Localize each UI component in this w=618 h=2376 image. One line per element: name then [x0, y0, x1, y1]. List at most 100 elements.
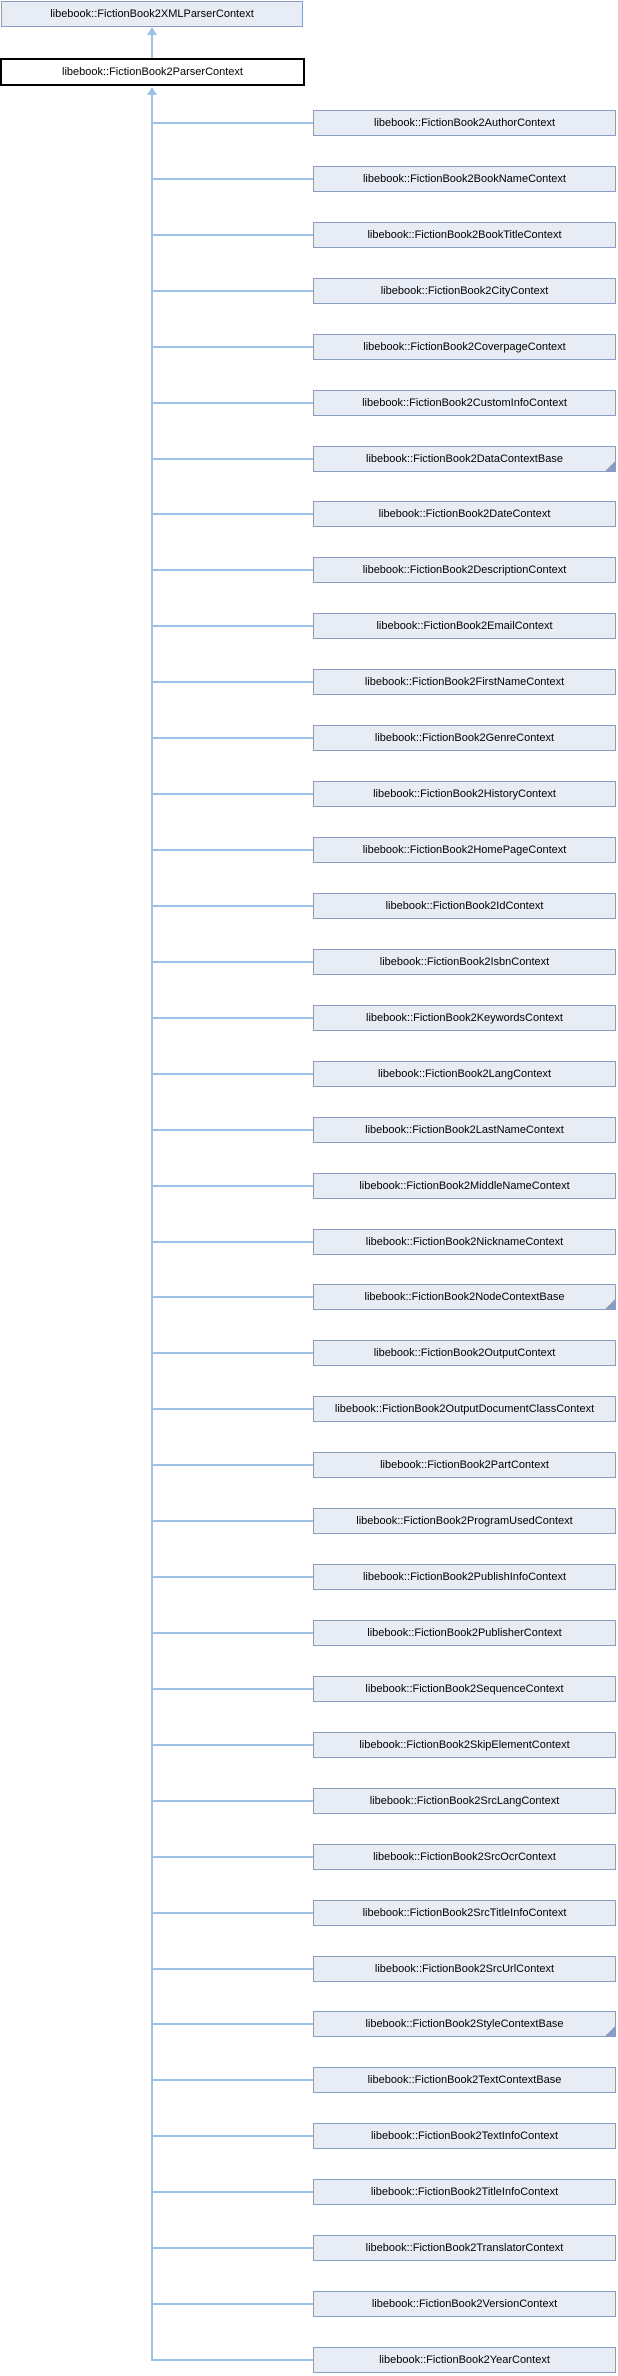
inheritance-edge [151, 1408, 313, 1410]
truncated-corner-icon [605, 1299, 615, 1309]
class-node[interactable]: libebook::FictionBook2PublisherContext [313, 1620, 616, 1646]
class-node[interactable]: libebook::FictionBook2CustomInfoContext [313, 390, 616, 416]
class-node[interactable]: libebook::FictionBook2DateContext [313, 501, 616, 527]
class-name-label: libebook::FictionBook2HistoryContext [373, 788, 556, 800]
class-node[interactable]: libebook::FictionBook2SrcLangContext [313, 1788, 616, 1814]
class-name-label: libebook::FictionBook2DataContextBase [366, 453, 563, 465]
inheritance-edge [151, 569, 313, 571]
class-node[interactable]: libebook::FictionBook2HomePageContext [313, 837, 616, 863]
class-node[interactable]: libebook::FictionBook2TextInfoContext [313, 2123, 616, 2149]
class-name-label: libebook::FictionBook2TextInfoContext [370, 2130, 559, 2142]
class-name-label: libebook::FictionBook2AuthorContext [374, 117, 555, 129]
class-node[interactable]: libebook::FictionBook2ProgramUsedContext [313, 1508, 616, 1534]
inheritance-edge [151, 402, 313, 404]
class-node[interactable]: libebook::FictionBook2VersionContext [313, 2291, 616, 2317]
class-node[interactable]: libebook::FictionBook2OutputContext [313, 1340, 616, 1366]
class-node[interactable]: libebook::FictionBook2BookTitleContext [313, 222, 616, 248]
class-name-label: libebook::FictionBook2NodeContextBase [364, 1291, 565, 1303]
inheritance-edge [151, 1856, 313, 1858]
inheritance-edge [151, 1129, 313, 1131]
truncated-corner-icon [605, 461, 615, 471]
class-node[interactable]: libebook::FictionBook2IsbnContext [313, 949, 616, 975]
class-name-label: libebook::FictionBook2SrcUrlContext [374, 1963, 555, 1975]
class-node[interactable]: libebook::FictionBook2DataContextBase [313, 446, 616, 472]
truncated-corner-icon [605, 2026, 615, 2036]
inheritance-edge [151, 1352, 313, 1354]
class-node[interactable]: libebook::FictionBook2TranslatorContext [313, 2235, 616, 2261]
class-name-label: libebook::FictionBook2LastNameContext [365, 1124, 564, 1136]
class-name-label: libebook::FictionBook2KeywordsContext [366, 1012, 563, 1024]
class-name-label: libebook::FictionBook2SrcOcrContext [373, 1851, 556, 1863]
class-node[interactable]: libebook::FictionBook2OutputDocumentClas… [313, 1396, 616, 1422]
class-name-label: libebook::FictionBook2ProgramUsedContext [356, 1515, 573, 1527]
inheritance-edge [151, 905, 313, 907]
class-node[interactable]: libebook::FictionBook2SkipElementContext [313, 1732, 616, 1758]
class-node-current: libebook::FictionBook2ParserContext [0, 58, 305, 86]
inheritance-edge [151, 961, 313, 963]
inheritance-edge [151, 737, 313, 739]
inheritance-edge [151, 1185, 313, 1187]
class-node[interactable]: libebook::FictionBook2IdContext [313, 893, 616, 919]
class-node[interactable]: libebook::FictionBook2SrcOcrContext [313, 1844, 616, 1870]
class-node[interactable]: libebook::FictionBook2MiddleNameContext [313, 1173, 616, 1199]
class-name-label: libebook::FictionBook2IdContext [385, 900, 544, 912]
class-node[interactable]: libebook::FictionBook2EmailContext [313, 613, 616, 639]
class-node[interactable]: libebook::FictionBook2PublishInfoContext [313, 1564, 616, 1590]
class-node[interactable]: libebook::FictionBook2TextContextBase [313, 2067, 616, 2093]
inheritance-edge [151, 681, 313, 683]
class-name-label: libebook::FictionBook2TitleInfoContext [370, 2186, 559, 2198]
class-node[interactable]: libebook::FictionBook2HistoryContext [313, 781, 616, 807]
class-name-label: libebook::FictionBook2PublisherContext [367, 1627, 562, 1639]
class-node[interactable]: libebook::FictionBook2LangContext [313, 1061, 616, 1087]
class-node[interactable]: libebook::FictionBook2CityContext [313, 278, 616, 304]
inheritance-edge [151, 1520, 313, 1522]
class-node[interactable]: libebook::FictionBook2StyleContextBase [313, 2011, 616, 2037]
inheritance-edge [151, 290, 313, 292]
class-node[interactable]: libebook::FictionBook2PartContext [313, 1452, 616, 1478]
class-name-label: libebook::FictionBook2XMLParserContext [50, 8, 254, 20]
inheritance-edge [151, 793, 313, 795]
class-node[interactable]: libebook::FictionBook2SrcUrlContext [313, 1956, 616, 1982]
inheritance-edge [151, 2023, 313, 2025]
class-node[interactable]: libebook::FictionBook2KeywordsContext [313, 1005, 616, 1031]
class-name-label: libebook::FictionBook2BookNameContext [362, 173, 566, 185]
inheritance-edge [151, 2247, 313, 2249]
class-node[interactable]: libebook::FictionBook2CoverpageContext [313, 334, 616, 360]
class-name-label: libebook::FictionBook2OutputContext [373, 1347, 556, 1359]
inheritance-edge [151, 234, 313, 236]
inheritance-edge [151, 1241, 313, 1243]
class-name-label: libebook::FictionBook2BookTitleContext [367, 229, 562, 241]
class-name-label: libebook::FictionBook2SequenceContext [365, 1683, 564, 1695]
inheritance-edge [151, 1073, 313, 1075]
class-node[interactable]: libebook::FictionBook2NodeContextBase [313, 1284, 616, 1310]
inheritance-edge [151, 31, 153, 58]
inheritance-edge [151, 1296, 313, 1298]
inheritance-edge [151, 513, 313, 515]
inheritance-edge [151, 1744, 313, 1746]
class-node[interactable]: libebook::FictionBook2SrcTitleInfoContex… [313, 1900, 616, 1926]
class-node[interactable]: libebook::FictionBook2AuthorContext [313, 110, 616, 136]
class-name-label: libebook::FictionBook2SrcTitleInfoContex… [362, 1907, 567, 1919]
inheritance-edge [151, 122, 313, 124]
class-node[interactable]: libebook::FictionBook2DescriptionContext [313, 557, 616, 583]
class-name-label: libebook::FictionBook2CustomInfoContext [362, 397, 567, 409]
inheritance-edge [151, 625, 313, 627]
class-node[interactable]: libebook::FictionBook2NicknameContext [313, 1229, 616, 1255]
class-name-label: libebook::FictionBook2CityContext [380, 285, 549, 297]
class-node[interactable]: libebook::FictionBook2BookNameContext [313, 166, 616, 192]
class-node[interactable]: libebook::FictionBook2SequenceContext [313, 1676, 616, 1702]
class-name-label: libebook::FictionBook2NicknameContext [365, 1236, 564, 1248]
class-node-root[interactable]: libebook::FictionBook2XMLParserContext [1, 1, 303, 27]
class-node[interactable]: libebook::FictionBook2TitleInfoContext [313, 2179, 616, 2205]
class-name-label: libebook::FictionBook2OutputDocumentClas… [334, 1403, 595, 1415]
class-name-label: libebook::FictionBook2TextContextBase [367, 2074, 562, 2086]
inheritance-edge [151, 458, 313, 460]
class-node[interactable]: libebook::FictionBook2LastNameContext [313, 1117, 616, 1143]
class-node[interactable]: libebook::FictionBook2GenreContext [313, 725, 616, 751]
class-node[interactable]: libebook::FictionBook2YearContext [313, 2347, 616, 2373]
class-name-label: libebook::FictionBook2SkipElementContext [359, 1739, 570, 1751]
class-node[interactable]: libebook::FictionBook2FirstNameContext [313, 669, 616, 695]
class-name-label: libebook::FictionBook2DescriptionContext [362, 564, 567, 576]
inheritance-edge [151, 1912, 313, 1914]
